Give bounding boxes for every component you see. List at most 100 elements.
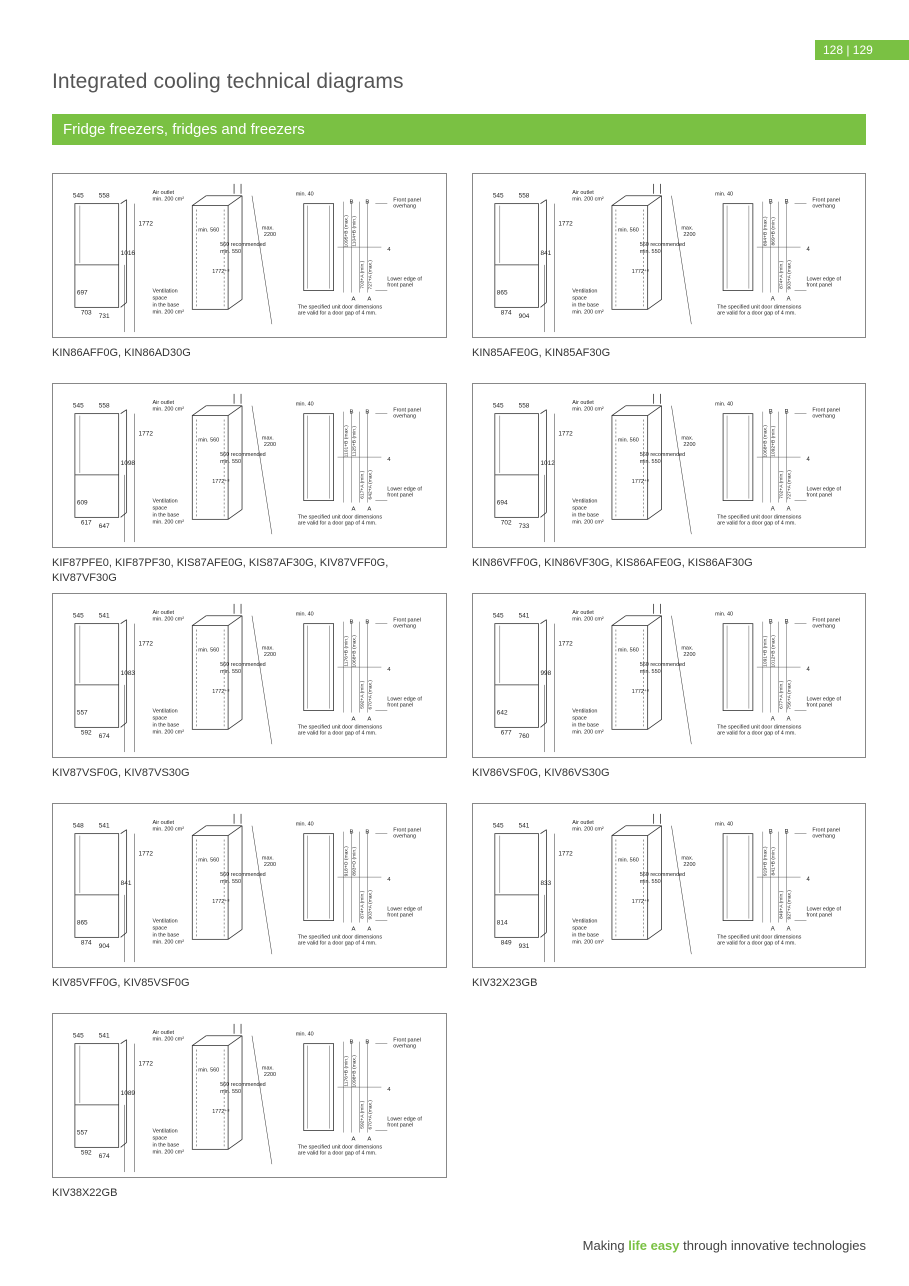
air-outlet-arrow-icon (233, 393, 242, 404)
svg-text:Air outlet: Air outlet (152, 400, 174, 406)
svg-text:2200: 2200 (683, 442, 695, 448)
svg-text:min. 200 cm²: min. 200 cm² (152, 197, 184, 203)
svg-text:front panel: front panel (387, 913, 413, 919)
model-caption: KIV85VFF0G, KIV85VSF0G (52, 977, 190, 989)
svg-text:697: 697 (77, 290, 88, 297)
svg-text:1092+B (min.): 1092+B (min.) (771, 425, 777, 456)
svg-text:Air outlet: Air outlet (152, 820, 174, 826)
svg-text:1098+B (max.): 1098+B (max.) (351, 1055, 357, 1088)
svg-text:A: A (351, 296, 355, 302)
svg-text:558: 558 (519, 193, 530, 200)
svg-text:2200: 2200 (264, 652, 276, 658)
svg-text:A: A (787, 296, 791, 302)
svg-text:The specified unit door dimens: The specified unit door dimensions (717, 724, 802, 730)
svg-text:The specified unit door dimens: The specified unit door dimensions (298, 724, 383, 730)
door-section (303, 203, 334, 291)
svg-text:Lower edge of: Lower edge of (387, 697, 422, 703)
svg-text:2200: 2200 (264, 1072, 276, 1078)
door-section (722, 413, 754, 501)
svg-text:Air outlet: Air outlet (572, 400, 594, 406)
svg-text:max.: max. (681, 435, 693, 441)
svg-text:B: B (349, 620, 353, 626)
svg-text:A: A (787, 506, 791, 512)
svg-text:558: 558 (99, 403, 110, 410)
svg-text:A: A (367, 926, 371, 932)
svg-text:1091+B (min.): 1091+B (min.) (763, 635, 769, 666)
svg-text:545: 545 (73, 613, 84, 620)
svg-text:1772⁺⁸: 1772⁺⁸ (212, 479, 229, 485)
svg-text:in the base: in the base (572, 512, 599, 518)
svg-text:B: B (349, 830, 353, 836)
svg-text:min. 40: min. 40 (296, 822, 314, 828)
svg-text:front panel: front panel (806, 283, 832, 289)
svg-text:1083: 1083 (121, 670, 136, 677)
svg-text:The specified unit door dimens: The specified unit door dimensions (298, 514, 383, 520)
svg-text:A: A (771, 506, 775, 512)
svg-text:Lower edge of: Lower edge of (806, 907, 841, 913)
svg-text:A: A (787, 926, 791, 932)
door-section (722, 203, 754, 291)
svg-text:1772⁺⁸: 1772⁺⁸ (632, 899, 649, 905)
svg-text:Ventilation: Ventilation (572, 709, 597, 715)
svg-text:Air outlet: Air outlet (152, 190, 174, 196)
installation-niche (191, 625, 229, 730)
svg-text:918+O (max.): 918+O (max.) (343, 846, 349, 877)
svg-text:1772⁺⁸: 1772⁺⁸ (212, 269, 229, 275)
svg-text:min. 200 cm²: min. 200 cm² (152, 939, 184, 945)
svg-text:1176+B (min.): 1176+B (min.) (343, 636, 349, 667)
svg-text:4: 4 (387, 667, 391, 673)
svg-text:702: 702 (501, 519, 512, 526)
installation-niche (191, 835, 229, 940)
svg-text:541: 541 (99, 823, 110, 830)
svg-text:max.: max. (262, 645, 274, 651)
svg-text:B: B (769, 830, 773, 836)
svg-text:541: 541 (99, 613, 110, 620)
svg-text:min. 550: min. 550 (220, 459, 241, 465)
svg-text:903+A (max.): 903+A (max.) (367, 890, 373, 920)
svg-text:A: A (771, 296, 775, 302)
svg-text:545: 545 (493, 823, 504, 830)
svg-text:space: space (152, 295, 167, 301)
appliance-front (494, 413, 539, 518)
svg-text:min. 40: min. 40 (296, 192, 314, 198)
svg-text:overhang: overhang (393, 204, 416, 210)
svg-text:in the base: in the base (152, 932, 179, 938)
svg-text:1016: 1016 (121, 250, 136, 257)
svg-text:2200: 2200 (683, 232, 695, 238)
svg-text:min. 200 cm²: min. 200 cm² (152, 827, 184, 833)
svg-text:1104+B (min.): 1104+B (min.) (351, 216, 357, 247)
svg-text:1101+B (max.): 1101+B (max.) (343, 425, 349, 457)
svg-text:Ventilation: Ventilation (152, 709, 177, 715)
svg-text:in the base: in the base (152, 512, 179, 518)
svg-text:min. 40: min. 40 (715, 402, 733, 408)
svg-text:557: 557 (77, 710, 88, 717)
svg-text:694: 694 (497, 500, 508, 507)
svg-text:max.: max. (681, 645, 693, 651)
svg-text:are valid for a door gap of 4: are valid for a door gap of 4 mm. (298, 520, 377, 526)
svg-text:4: 4 (387, 877, 391, 883)
appliance-front (494, 623, 539, 728)
svg-text:min. 550: min. 550 (640, 249, 661, 255)
svg-text:Ventilation: Ventilation (152, 919, 177, 925)
svg-text:Front panel: Front panel (812, 828, 840, 834)
appliance-front (74, 413, 120, 518)
model-caption: KIV32X23GB (472, 977, 538, 989)
svg-text:919+B (max.): 919+B (max.) (763, 846, 769, 876)
svg-text:min. 200 cm²: min. 200 cm² (572, 939, 604, 945)
svg-text:904: 904 (99, 943, 110, 950)
svg-text:Ventilation: Ventilation (152, 1129, 177, 1135)
svg-text:874: 874 (501, 309, 512, 316)
svg-text:541: 541 (519, 823, 530, 830)
appliance-front (494, 833, 539, 938)
svg-text:557: 557 (77, 1130, 88, 1137)
svg-text:A: A (351, 716, 355, 722)
svg-text:1125+B (min.): 1125+B (min.) (351, 426, 357, 457)
svg-text:min. 200 cm²: min. 200 cm² (152, 729, 184, 735)
svg-text:833: 833 (540, 880, 551, 887)
installation-niche (611, 835, 649, 940)
svg-text:A: A (351, 926, 355, 932)
svg-text:min. 560: min. 560 (618, 437, 639, 443)
svg-text:front panel: front panel (806, 703, 832, 709)
